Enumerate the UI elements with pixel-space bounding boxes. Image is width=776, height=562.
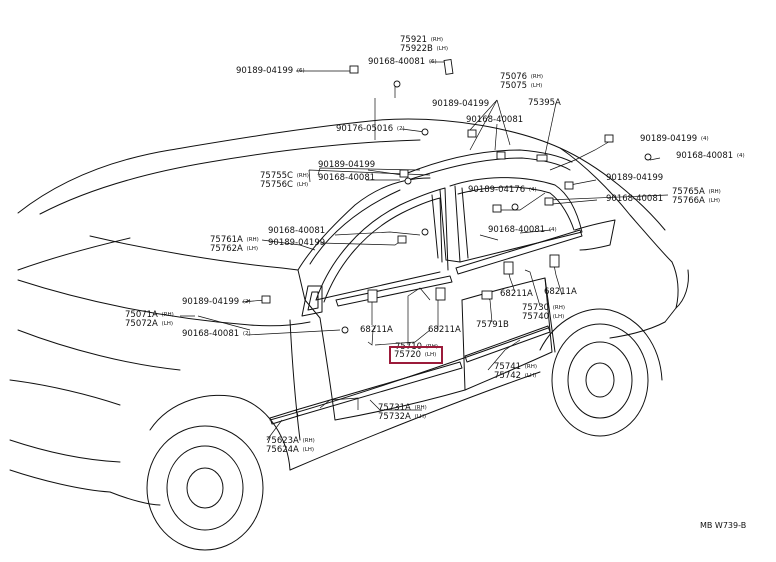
mirror-triangle (302, 286, 322, 316)
label-75761a: 75761A (RH) (210, 235, 259, 245)
label-75756c: 75756C (LH) (260, 180, 309, 190)
fender-moulding (270, 410, 298, 424)
label-75730: 75730 (RH) (522, 303, 565, 313)
lower-body (290, 372, 540, 470)
label-90189-04199-top: 90189-04199 (6) (236, 66, 305, 76)
front-window-frame (316, 188, 448, 300)
label-68211a-1: 68211A (500, 289, 533, 299)
rear-wheel (552, 324, 648, 436)
label-75623a: 75623A (RH) (266, 436, 315, 446)
rear-window-frame (450, 178, 582, 262)
label-75075: 75075 (LH) (500, 81, 543, 91)
front-door (320, 300, 465, 420)
label-75395a: 75395A (528, 98, 561, 108)
rear-side-moulding (465, 326, 550, 362)
label-90189-04199-b: 90189-04199 (268, 238, 326, 248)
label-90189-04199-left: 90189-04199 (2) (182, 297, 251, 307)
label-75076: 75076 (RH) (500, 72, 543, 82)
front-wheel-arch (150, 395, 290, 470)
label-90176-05016: 90176-05016 (2) (336, 124, 405, 134)
label-75740: 75740 (LH) (522, 312, 565, 322)
label-68211a-2: 68211A (544, 287, 577, 297)
label-90168-40081-mid: 90168-40081 (466, 115, 524, 125)
label-75762a: 75762A (LH) (210, 244, 259, 254)
roof-outline (18, 119, 665, 230)
label-90168-40081-top: 90168-40081 (6) (368, 57, 437, 67)
label-75741: 75741 (RH) (494, 362, 537, 372)
label-90189-04199-right2: 90189-04199 (606, 173, 664, 183)
label-75755c: 75755C (RH) (260, 171, 309, 181)
label-90189-04199-right1: 90189-04199 (4) (640, 134, 709, 144)
label-90168-40081-left: 90168-40081 (2) (182, 329, 251, 339)
label-75921: 75921 (RH) (400, 35, 443, 45)
label-75624a: 75624A (LH) (266, 445, 315, 455)
front-belt-moulding (336, 276, 452, 306)
windshield (90, 236, 298, 270)
roof-inner-line (40, 140, 420, 214)
rear-wheel-arch (540, 309, 662, 380)
label-68211a-4: 68211A (428, 325, 461, 335)
label-75922b: 75922B (LH) (400, 44, 449, 54)
figure-code: MB W739-B (700, 521, 747, 530)
label-90168-40081-a: 90168-40081 (318, 173, 376, 183)
label-90168-40081-c: 90168-40081 (4) (488, 225, 557, 235)
front-wheel (147, 426, 263, 550)
label-90168-40081-right2: 90168-40081 (606, 194, 664, 204)
hood (18, 280, 310, 326)
highlight-box-75720 (389, 346, 443, 364)
label-90189-04199-a: 90189-04199 (318, 160, 376, 170)
label-75720: 75720 (LH) (394, 350, 437, 360)
label-75072a: 75072A (LH) (125, 319, 174, 329)
label-75766a: 75766A (LH) (672, 196, 721, 206)
label-68211a-3: 68211A (360, 325, 393, 335)
label-90189-04199-mid: 90189-04199 (432, 99, 490, 109)
label-75742: 75742 (LH) (494, 371, 537, 381)
label-90189-04176: 90189-04176 (4) (468, 185, 537, 195)
label-75732a: 75732A (LH) (378, 412, 427, 422)
label-75791b: 75791B (476, 320, 509, 330)
rear-belt-moulding (456, 230, 582, 274)
label-75071a: 75071A (RH) (125, 310, 174, 320)
label-75765a: 75765A (RH) (672, 187, 721, 197)
label-90168-40081-b: 90168-40081 (268, 226, 326, 236)
label-90168-40081-right1: 90168-40081 (4) (676, 151, 745, 161)
label-75731a: 75731A (RH) (378, 403, 427, 413)
